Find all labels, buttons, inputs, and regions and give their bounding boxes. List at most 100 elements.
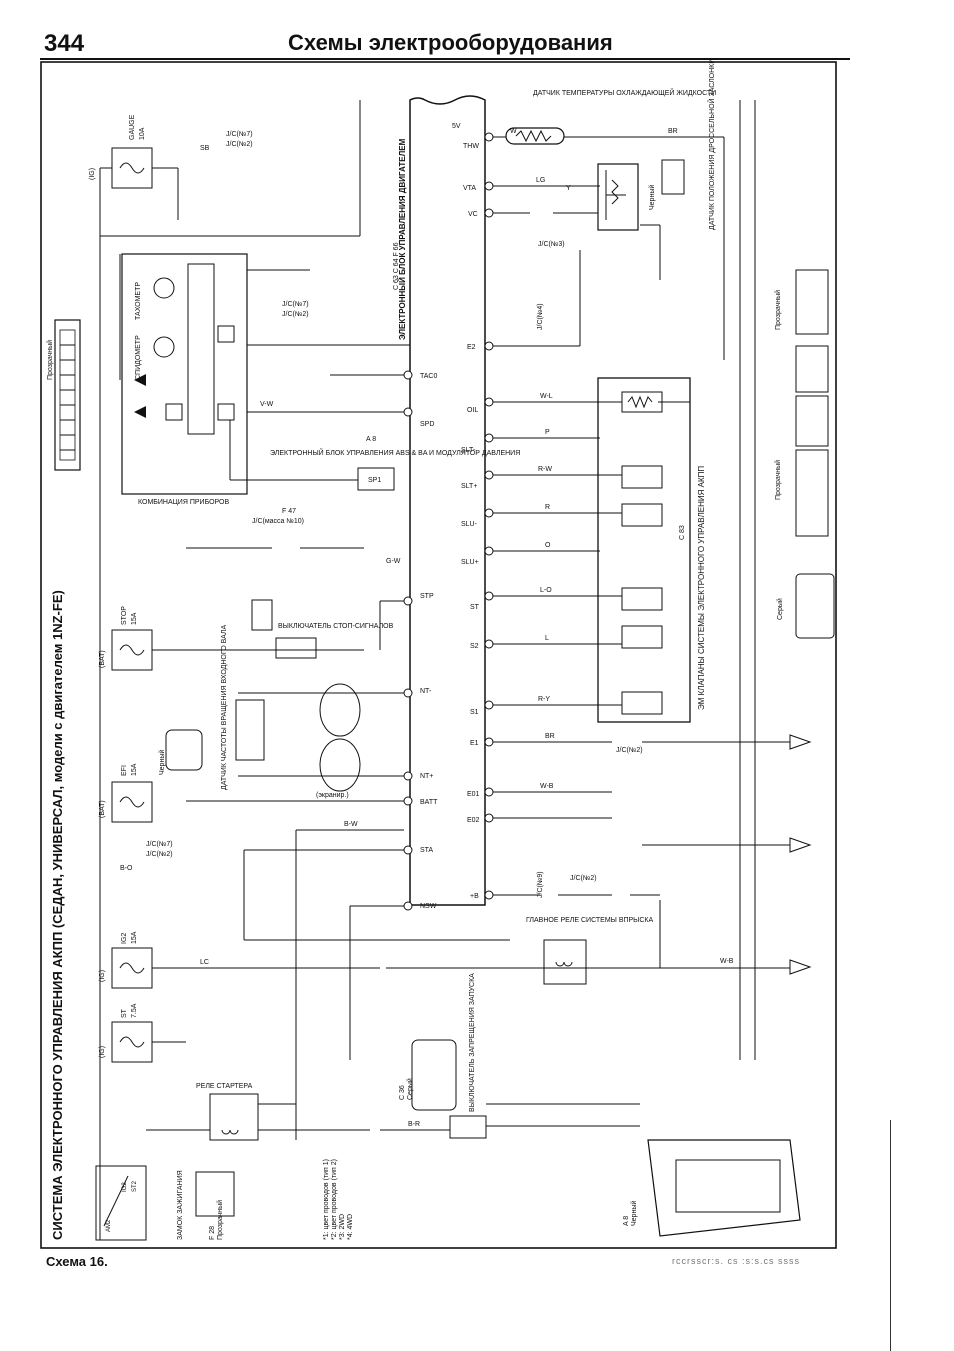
svg-text:SB: SB [200,145,210,152]
efi-main-relay [543,939,587,985]
fuse-gauge-source: (IG) [89,168,96,180]
ecu-pin-vta: VTA [463,185,476,192]
ecu-pin-spd: SPD [420,421,434,428]
ecu-pin-s2: S2 [470,643,479,650]
ecu-pin-taco: TAC0 [420,373,437,380]
ecu-pin-st: ST [470,604,480,611]
svg-text:J/C(№2): J/C(№2) [226,141,253,148]
ecu-pin-5v: 5V [452,123,461,130]
inhibitor-switch-label: ВЫКЛЮЧАТЕЛЬ ЗАПРЕЩЕНИЯ ЗАПУСКА [469,973,476,1112]
ecu-pin-e01: E01 [467,791,480,798]
page-title: Схемы электрооборудования [288,30,613,55]
svg-text:B-R: B-R [408,1121,420,1128]
fuse-st [111,1021,153,1063]
combination-meter [121,253,248,495]
svg-text:LC: LC [200,959,209,966]
abs-ecu-block [357,467,395,491]
connector-c63-color: Прозрачный [774,460,782,500]
abs-ecu-code: A 8 [366,436,376,443]
fuse-stop-source: (BAT) [99,650,106,668]
svg-text:*4: 4WD: *4: 4WD [347,1214,354,1240]
ecu-pin-batt: BATT [420,799,438,806]
engine-ecu-block [409,95,486,906]
ecu-connector-codes: C 63 C 64 F 66 [393,242,400,290]
fuse-gauge [111,147,153,189]
connector-c83-color: Серый [776,598,784,620]
svg-text:G-W: G-W [386,558,401,565]
fuse-stop-name: STOP [121,606,128,625]
fuse-efi [111,781,153,823]
svg-text:LG: LG [536,177,545,184]
header-divider [40,58,850,60]
coolant-temp-sensor-label: ДАТЧИК ТЕМПЕРАТУРЫ ОХЛАЖДАЮЩЕЙ ЖИДКОСТИ [533,88,716,97]
svg-text:BR: BR [545,733,555,740]
fuse-efi-rating: 15A [131,763,138,776]
atm-solenoid-block [597,377,691,723]
fuse-stop [111,629,153,671]
ign-pos-am2: AM2 [106,1219,112,1232]
ecu-a8-color: Черный [630,1201,638,1226]
ecu-title: ЭЛЕКТРОННЫЙ БЛОК УПРАВЛЕНИЯ ДВИГАТЕЛЕМ [398,138,407,340]
jc-mass-label: J/C(масса №10) [252,518,304,525]
connector-f14-icon [54,319,81,471]
svg-text:*3: 2WD: *3: 2WD [339,1214,346,1240]
starter-relay-label: РЕЛЕ СТАРТЕРА [196,1083,253,1090]
inhibitor-code: C 36 [399,1085,406,1100]
ecu-pin-plus-b: +B [470,893,479,900]
ecu-pin-slu-plus: SLU+ [461,559,479,566]
fuse-st-rating: 7.5A [131,1003,138,1018]
ecu-pin-thw: THW [463,143,479,150]
throttle-sensor-color: Черный [648,185,656,210]
svg-text:R-W: R-W [538,466,552,473]
svg-text:*2: цвет проводов (тип 2): *2: цвет проводов (тип 2) [331,1159,338,1240]
wire-notes: *1: цвет проводов (тип 1) *2: цвет прово… [323,1159,354,1240]
ecu-pin-slt-plus: SLT+ [461,483,477,490]
svg-text:J/C(№2): J/C(№2) [282,311,309,318]
ecu-pin-nt-minus: NT- [420,688,432,695]
ignition-switch-label: ЗАМОК ЗАЖИГАНИЯ [177,1170,184,1240]
ign-pos-ig2: IG2 [122,1182,128,1192]
ecu-right-wiring [493,100,790,1060]
connector-f66-color: Прозрачный [774,290,782,330]
jc-mass-code: F 47 [282,508,296,515]
main-relay-label: ГЛАВНОЕ РЕЛЕ СИСТЕМЫ ВПРЫСКА [526,917,654,924]
ecu-pin-e1: E1 [470,740,479,747]
throttle-sensor-label: ДАТЧИК ПОЛОЖЕНИЯ ДРОССЕЛЬНОЙ ЗАСЛОНКИ [707,59,716,230]
ign-pos-st2: ST2 [132,1180,138,1192]
ecu-pin-oil: OIL [467,407,478,414]
left-wiring [99,100,790,1240]
figure-caption: Схема 16. [46,1254,108,1269]
fuse-gauge-rating: 10A [139,127,146,140]
ecu-pin-e2: E2 [467,344,476,351]
ecu-pin-stp: STP [420,593,434,600]
ecu-pin-sta: STA [420,847,433,854]
fuse-ig2-rating: 15A [131,931,138,944]
page-edge-line [890,1120,891,1351]
speedometer-label: СПИДОМЕТР [135,335,142,380]
svg-text:V-W: V-W [260,401,274,408]
svg-text:W: W [510,128,517,135]
ecu-pin-nsw: NSW [420,903,437,910]
right-connector-icons [795,269,835,639]
ground-symbols [789,734,812,975]
inhibitor-switch [411,1039,487,1139]
connector-transparent-label: Прозрачный [46,340,54,380]
ignition-switch [95,1165,235,1241]
abs-ecu-label: ЭЛЕКТРОННЫЙ БЛОК УПРАВЛЕНИЯ ABS & BA И М… [270,448,520,457]
inhibitor-color: Серый [406,1078,414,1100]
svg-text:J/C(№7): J/C(№7) [226,131,253,138]
svg-text:J/C(№2): J/C(№2) [146,851,173,858]
ecu-pin-vc: VC [468,211,478,218]
page-number: 344 [44,30,85,57]
svg-text:W-L: W-L [540,393,553,400]
svg-text:BR: BR [668,128,678,135]
ecu-pin-nt-plus: NT+ [420,773,433,780]
svg-text:R: R [545,504,550,511]
footer-scan-noise: rccrsscr:s. cs :s:s.cs ssss [672,1256,800,1266]
svg-text:J/C(№7): J/C(№7) [146,841,173,848]
fuse-ig2-name: IG2 [121,933,128,944]
diagram-frame [40,61,837,1249]
tachometer-label: ТАХОМЕТР [135,282,142,320]
svg-text:J/C(№3): J/C(№3) [538,241,565,248]
solenoid-block-code: C 83 [679,525,686,540]
